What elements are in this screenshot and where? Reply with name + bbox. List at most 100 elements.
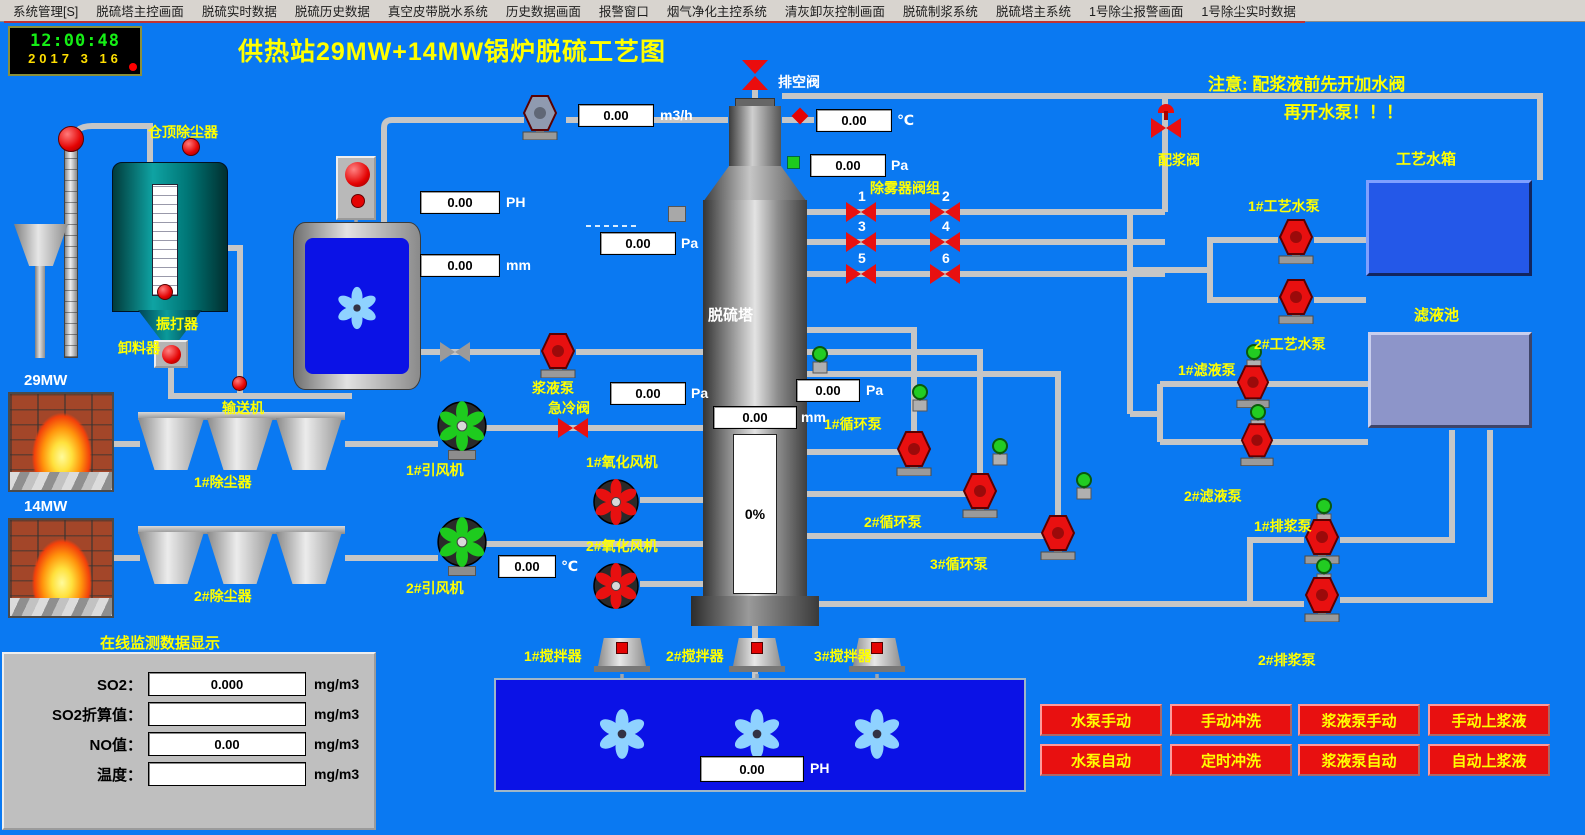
inlet-pa-display: 0.00 — [610, 382, 686, 405]
demister-valve-3[interactable] — [846, 232, 876, 252]
procpump1-icon[interactable] — [1278, 218, 1314, 264]
oxfan2-label: 2#氧化风机 — [586, 538, 658, 554]
flue-temp-display: 0.00 — [498, 555, 556, 578]
flow-unit: m3/h — [660, 107, 693, 123]
pa-instrument-icon — [668, 206, 686, 222]
boiler-29mw — [8, 392, 114, 492]
conveyor-label: 输送机 — [222, 400, 264, 416]
tower-neck — [729, 106, 781, 168]
notice-line1: 注意: 配浆液前先开加水阀 — [1208, 75, 1406, 94]
oxfan2-icon[interactable] — [592, 562, 640, 610]
dust-collector-2 — [138, 532, 342, 584]
circ1-valve-icon[interactable] — [908, 384, 932, 412]
tower-label: 脱硫塔 — [708, 307, 754, 324]
drainpump2-icon[interactable] — [1304, 576, 1340, 622]
vent-valve-label: 排空阀 — [778, 74, 820, 90]
pump-manual-button[interactable]: 水泵手动 — [1040, 704, 1162, 736]
clock-date: 2017 3 16 — [28, 51, 122, 66]
filtpump2-icon[interactable] — [1240, 422, 1274, 466]
prep-valve-label: 配浆阀 — [1158, 152, 1200, 168]
tank-ph-unit: PH — [506, 194, 526, 210]
circ3-pump-icon[interactable] — [1040, 514, 1076, 560]
circ2-label: 2#循环泵 — [864, 514, 922, 530]
tower-base — [691, 596, 819, 626]
flow-display: 0.00 — [578, 104, 654, 127]
dust-collector-1 — [138, 418, 342, 470]
tower-pa-valve-icon[interactable] — [808, 346, 832, 374]
monitor-value — [148, 702, 306, 726]
menu-item-tower-system[interactable]: 脱硫塔主系统 — [986, 0, 1080, 23]
slurry-pump-icon[interactable] — [540, 332, 576, 378]
prep-valve-icon[interactable] — [1148, 104, 1184, 140]
discharger-feeder[interactable] — [154, 340, 188, 368]
filtrate-pool-label: 滤液池 — [1414, 307, 1460, 324]
idfan2-icon[interactable] — [436, 516, 488, 568]
demister-valve-2[interactable] — [930, 202, 960, 222]
menu-item-gas-purify[interactable]: 烟气净化主控系统 — [657, 0, 776, 23]
procpump2-icon[interactable] — [1278, 278, 1314, 324]
manual-flush-button[interactable]: 手动冲洗 — [1170, 704, 1292, 736]
slurrypump-auto-button[interactable]: 浆液泵自动 — [1298, 744, 1420, 776]
top-pa-unit: Pa — [891, 157, 909, 173]
agit2-motor[interactable] — [729, 638, 785, 672]
menu-item-history-screen[interactable]: 历史数据画面 — [496, 0, 590, 23]
demister-valve-4[interactable] — [930, 232, 960, 252]
menu-item-dust-alarm[interactable]: 1号除尘报警画面 — [1079, 0, 1193, 23]
auto-feed-button[interactable]: 自动上浆液 — [1428, 744, 1550, 776]
menu-item-tower-main[interactable]: 脱硫塔主控画面 — [87, 0, 193, 23]
ash-hopper-stem — [35, 266, 45, 358]
menu-item-vacuum-belt[interactable]: 真空皮带脱水系统 — [378, 0, 497, 23]
clock-display: 12:00:48 2017 3 16 — [8, 26, 142, 76]
monitor-panel: SO2： 0.000 mg/m3 SO2折算值： mg/m3 NO值： 0.00… — [2, 652, 376, 830]
tower-percent: 0% — [744, 506, 766, 522]
agit1-motor[interactable] — [594, 638, 650, 672]
monitor-title: 在线监测数据显示 — [100, 635, 221, 652]
oxfan1-icon[interactable] — [592, 478, 640, 526]
manual-feed-button[interactable]: 手动上浆液 — [1428, 704, 1550, 736]
demister-valve-5[interactable] — [846, 264, 876, 284]
oxfan1-label: 1#氧化风机 — [586, 454, 658, 470]
slurry-line-valve[interactable] — [440, 342, 470, 362]
idfan1-icon[interactable] — [436, 400, 488, 452]
demister-valve-6[interactable] — [930, 264, 960, 284]
ash-rubble — [10, 472, 112, 490]
filtpump1-icon[interactable] — [1236, 364, 1270, 408]
pool-ph-unit: PH — [810, 760, 830, 776]
mixer-motor[interactable] — [336, 156, 376, 220]
timed-flush-button[interactable]: 定时冲洗 — [1170, 744, 1292, 776]
menu-item-ash-control[interactable]: 清灰卸灰控制画面 — [775, 0, 894, 23]
menu-item-system[interactable]: 系统管理[S] — [4, 0, 88, 23]
monitor-row-so2-corrected: SO2折算值： mg/m3 — [8, 702, 359, 726]
demister-valve-1[interactable] — [846, 202, 876, 222]
ash-rubble — [10, 598, 112, 616]
valve-number-6: 6 — [942, 250, 950, 266]
agit3-motor[interactable] — [849, 638, 905, 672]
monitor-label: 温度： — [96, 766, 142, 784]
circ2-valve-icon[interactable] — [988, 438, 1012, 466]
flame-icon — [25, 398, 99, 482]
circ1-pump-icon[interactable] — [896, 430, 932, 476]
pump-auto-button[interactable]: 水泵自动 — [1040, 744, 1162, 776]
menu-item-history-data[interactable]: 脱硫历史数据 — [285, 0, 379, 23]
agit2-impeller-icon — [731, 708, 783, 760]
dust2-label: 2#除尘器 — [194, 588, 252, 604]
circ2-pump-icon[interactable] — [962, 472, 998, 518]
top-pa-display: 0.00 — [810, 154, 886, 177]
flow-pump-icon[interactable] — [522, 94, 558, 140]
top-temp-unit: ℃ — [897, 112, 914, 128]
agit1-label: 1#搅拌器 — [524, 648, 582, 664]
slurrypump-manual-button[interactable]: 浆液泵手动 — [1298, 704, 1420, 736]
quench-valve-icon[interactable] — [558, 418, 588, 438]
silo-dust-collector-label: 仓顶除尘器 — [148, 124, 218, 140]
menu-item-alarm-window[interactable]: 报警窗口 — [589, 0, 658, 23]
vent-valve-icon[interactable] — [742, 60, 768, 90]
tower-level-strip: 0% — [733, 434, 777, 594]
menu-item-slurry-system[interactable]: 脱硫制浆系统 — [893, 0, 987, 23]
menu-item-realtime-data[interactable]: 脱硫实时数据 — [192, 0, 286, 23]
agit3-label: 3#搅拌器 — [814, 648, 872, 664]
valve-number-2: 2 — [942, 188, 950, 204]
circ3-valve-icon[interactable] — [1072, 472, 1096, 500]
menu-item-dust-realtime[interactable]: 1号除尘实时数据 — [1192, 0, 1305, 23]
filtpump2-label: 2#滤液泵 — [1184, 488, 1242, 504]
